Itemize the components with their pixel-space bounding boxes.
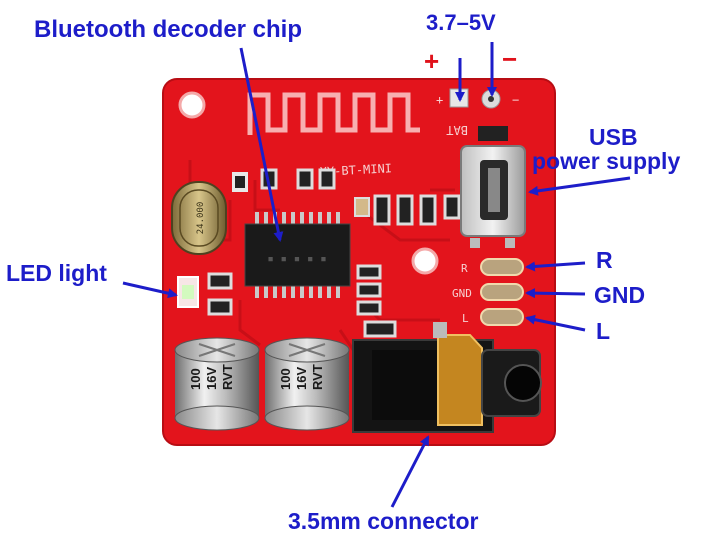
smd-components bbox=[207, 168, 461, 338]
arrow-r bbox=[525, 261, 586, 272]
arrow-gnd bbox=[525, 288, 586, 299]
mount-hole-middle-right bbox=[411, 247, 439, 275]
r-label: R bbox=[596, 247, 613, 273]
watermark-text: Avito bbox=[643, 500, 698, 525]
led-label: LED light bbox=[6, 260, 107, 286]
bat-pad-minus-hole bbox=[488, 96, 494, 102]
capacitor-2 bbox=[264, 337, 350, 431]
pcb-antenna bbox=[247, 92, 420, 135]
bluetooth-decoder-chip: ▪ ▪ ▪ ▪ ▪ bbox=[244, 212, 351, 298]
l-label: L bbox=[596, 318, 611, 344]
callout-arrows bbox=[122, 42, 631, 508]
bat-label: BAT bbox=[446, 123, 468, 137]
crystal-oscillator bbox=[171, 181, 227, 255]
arrow-chip bbox=[239, 47, 284, 242]
chip-label: Bluetooth decoder chip bbox=[34, 16, 303, 43]
cap1-line2: 16V bbox=[204, 367, 219, 390]
arrow-usb bbox=[528, 176, 631, 196]
board-model-label: XY-BT-MINI bbox=[319, 161, 392, 179]
avito-watermark: Avito bbox=[612, 500, 697, 526]
plus-sign: + bbox=[424, 46, 440, 76]
minus-sign: − bbox=[502, 44, 518, 74]
pad-gnd-label: GND bbox=[452, 287, 472, 300]
avito-logo-icon bbox=[612, 503, 638, 526]
led-lens bbox=[182, 285, 194, 299]
connector-label: 3.5mm connector bbox=[288, 508, 479, 534]
svg-text:▪ ▪ ▪ ▪ ▪: ▪ ▪ ▪ ▪ ▪ bbox=[267, 252, 327, 265]
crystal-label: 24.000 bbox=[196, 202, 206, 235]
arrow-connector bbox=[390, 435, 430, 508]
gnd-label: GND bbox=[594, 282, 646, 308]
capacitor-1 bbox=[174, 337, 260, 431]
cap2-line3: RVT bbox=[310, 364, 325, 390]
voltage-label: 3.7–5V bbox=[426, 10, 496, 35]
bat-pad-minus-label: − bbox=[512, 93, 519, 107]
mount-hole-top-left bbox=[178, 91, 206, 119]
usb-connector bbox=[460, 145, 526, 248]
pad-l-label: L bbox=[462, 312, 469, 325]
usb-label-line1: USB bbox=[589, 124, 638, 150]
arrow-l bbox=[525, 314, 586, 332]
audio-output-pads bbox=[480, 258, 524, 326]
cap2-line2: 16V bbox=[294, 367, 309, 390]
smd-component-usb bbox=[478, 126, 508, 141]
bat-pad-plus-label: + bbox=[436, 93, 443, 107]
cap1-line3: RVT bbox=[220, 364, 235, 390]
audio-jack-3-5mm bbox=[352, 322, 542, 433]
cap1-line1: 100 bbox=[188, 368, 203, 390]
pad-r-label: R bbox=[461, 262, 468, 275]
usb-label-line2: power supply bbox=[532, 148, 681, 174]
cap2-line1: 100 bbox=[278, 368, 293, 390]
arrow-led bbox=[122, 281, 178, 299]
